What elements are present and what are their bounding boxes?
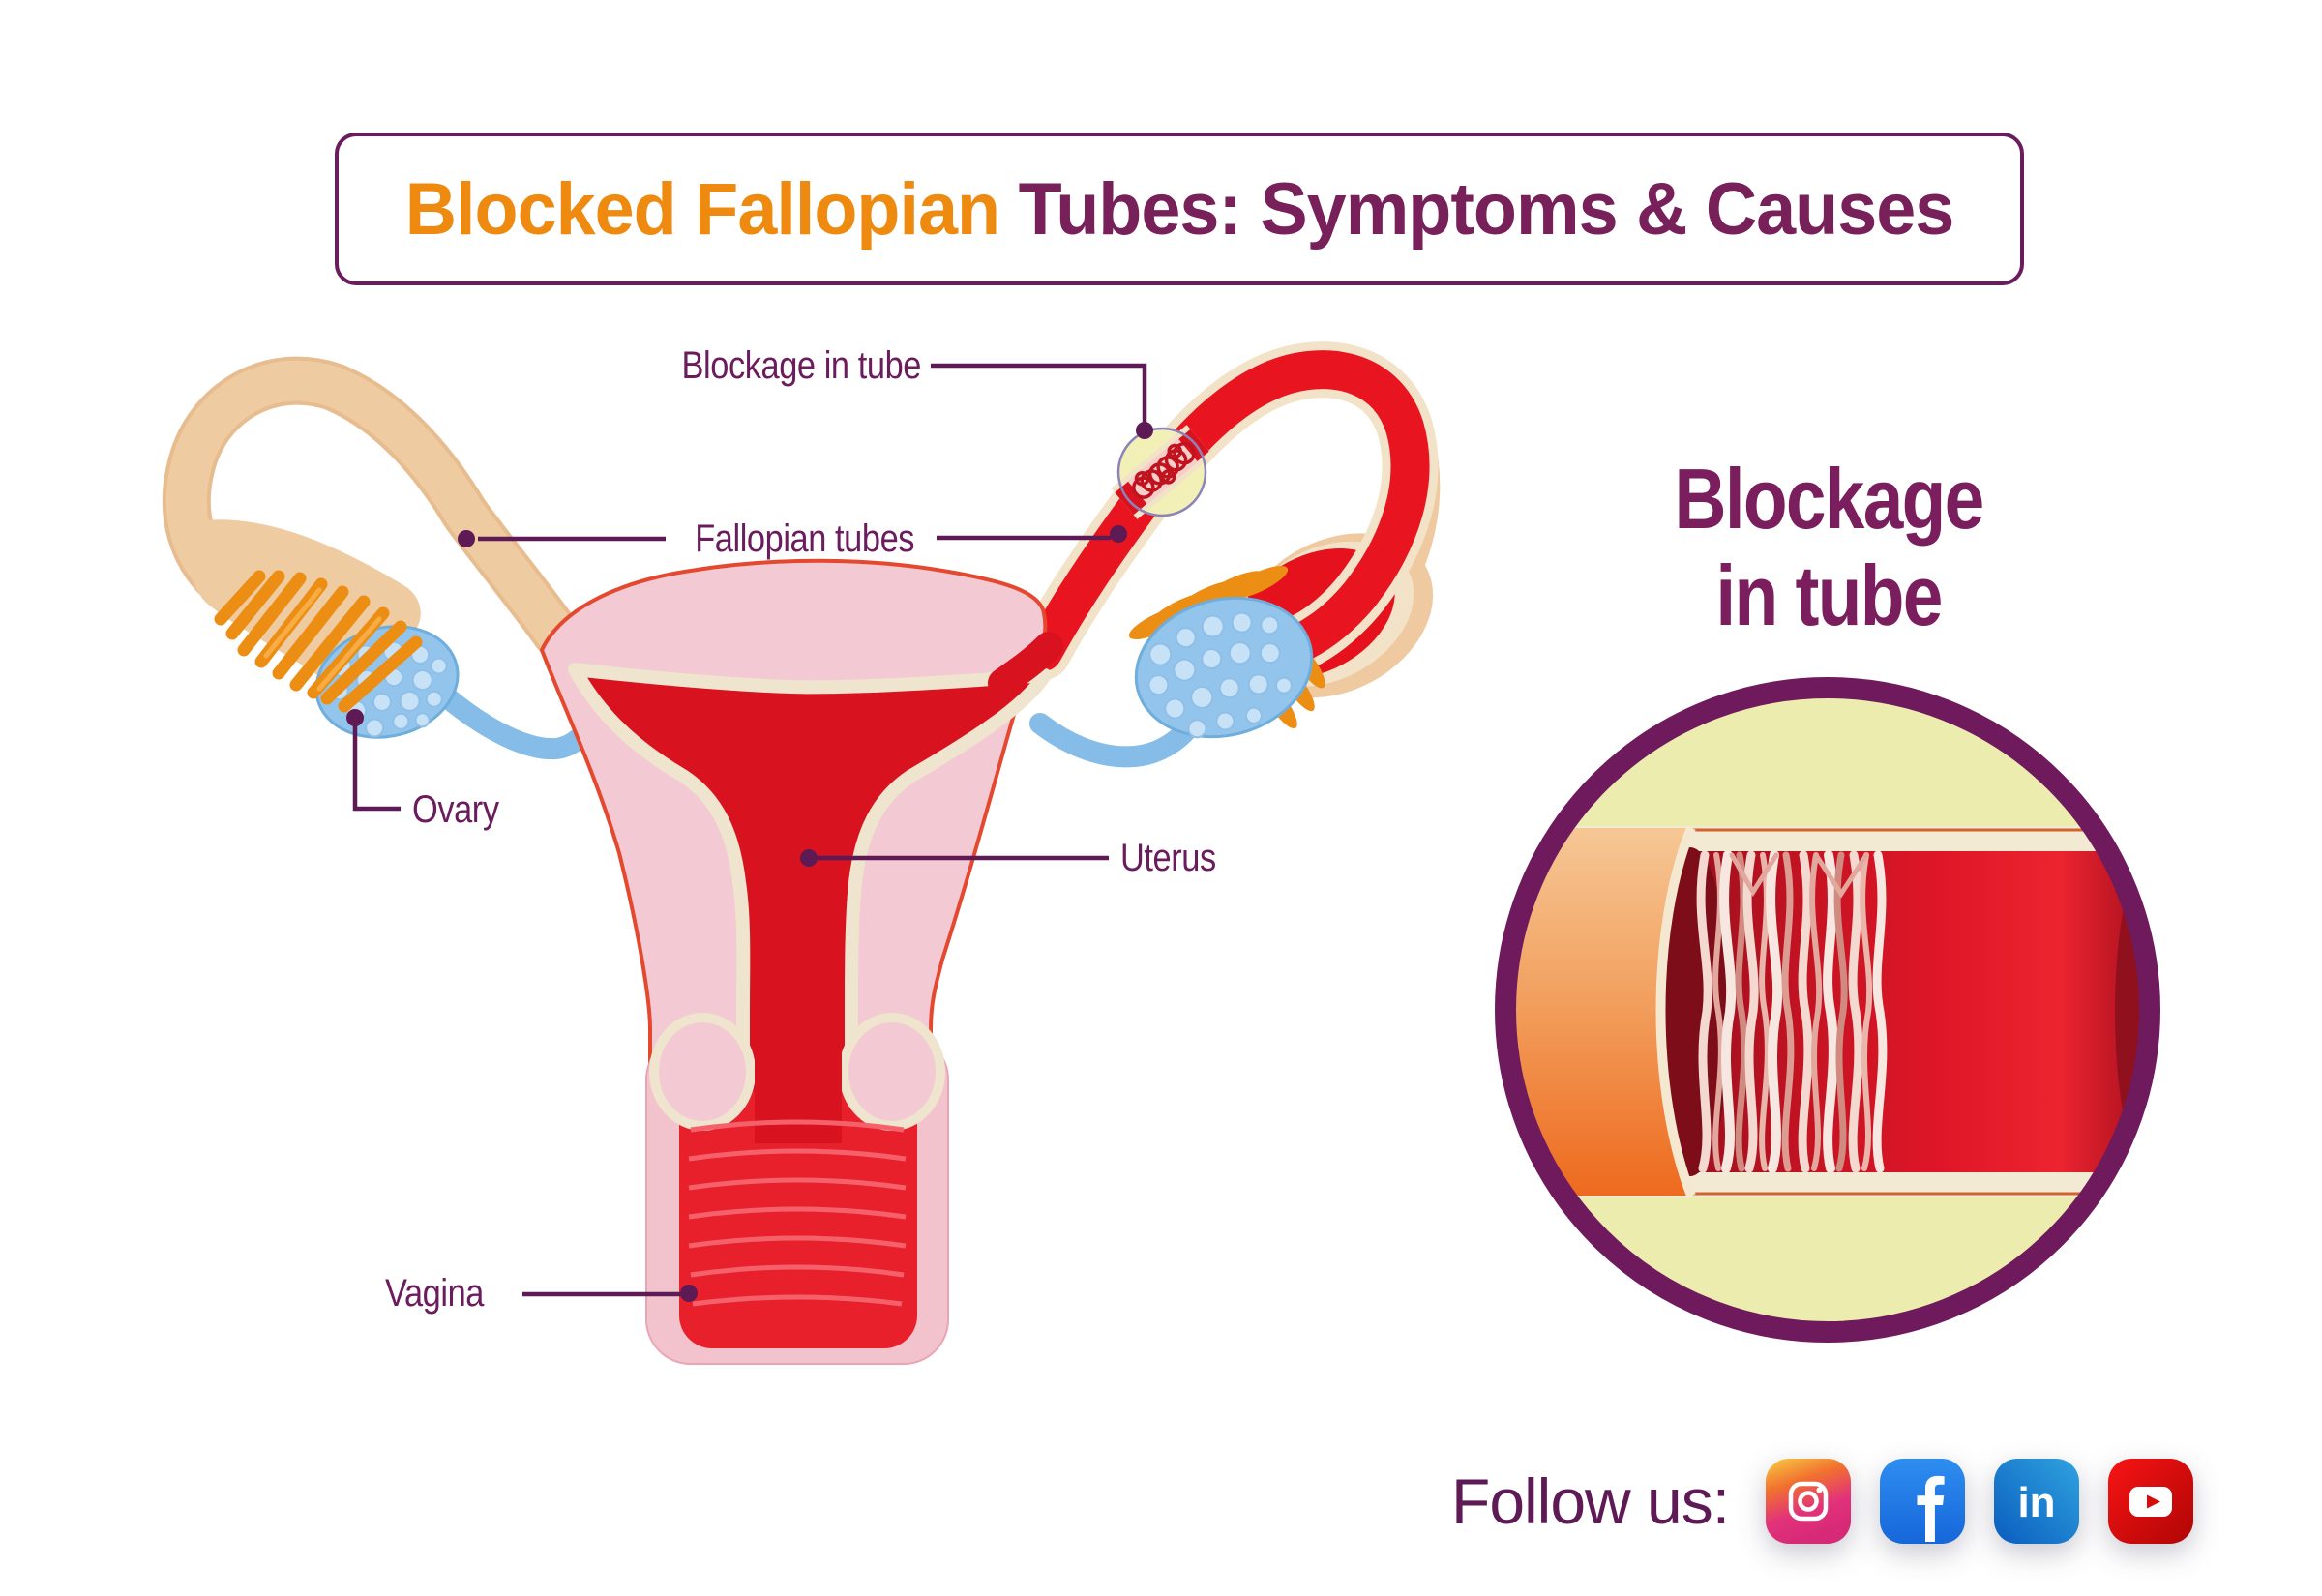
follow-us-label: Follow us: [1451,1465,1730,1537]
tube-cross-section [1514,826,2141,1197]
linkedin-glyph: in [2018,1479,2056,1526]
label-blockage-in-tube: Blockage in tube [681,344,922,387]
adhesion-strands [1696,850,1888,1173]
blockage-highlight [1111,425,1213,519]
inset-heading-line1: Blockage [1674,451,1985,547]
blockage-inset-circle [1495,677,2160,1343]
label-uterus: Uterus [1120,837,1216,879]
instagram-icon[interactable] [1766,1459,1852,1544]
title-banner: Blocked Fallopian Tubes: Symptoms & Caus… [335,133,2024,285]
label-ovary: Ovary [412,788,499,831]
inset-heading-line2: in tube [1715,547,1943,644]
youtube-icon[interactable] [2108,1459,2194,1544]
page-title: Blocked Fallopian Tubes: Symptoms & Caus… [404,167,1955,251]
leader-lines [346,363,1153,1302]
left-fimbriae [214,570,423,713]
footer-social-bar: Follow us: [1451,1459,2194,1544]
linkedin-icon[interactable]: in [1994,1459,2080,1544]
right-ovary [1134,596,1314,739]
title-highlight: Blocked Fallopian [404,167,1000,251]
label-fallopian-tubes: Fallopian tubes [695,517,915,560]
inset-heading: Blockage in tube [1565,451,2092,645]
title-rest: Tubes: Symptoms & Causes [1018,167,1955,251]
cervix-lobe-left [649,1013,756,1131]
facebook-icon[interactable] [1880,1459,1966,1544]
cervix-lobe-right [839,1013,945,1131]
uterus [539,558,1063,1365]
label-vagina: Vagina [385,1272,484,1315]
ovarian-ligament-right [1029,713,1203,768]
